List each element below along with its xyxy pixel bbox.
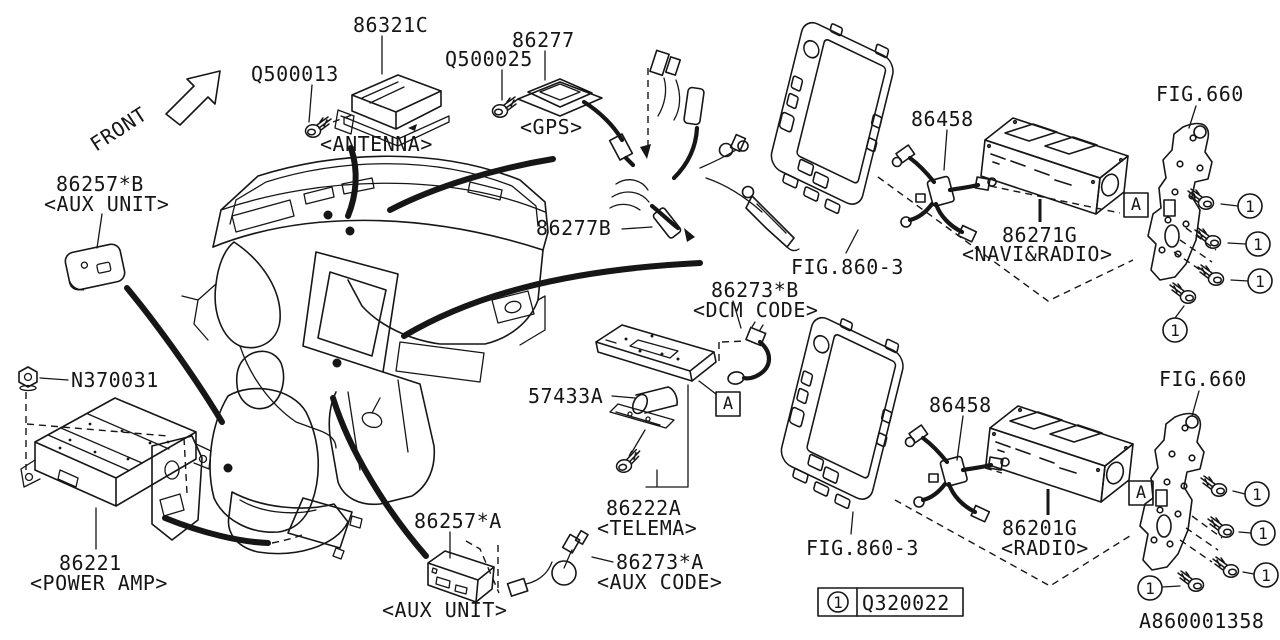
harness-bottom-drawing — [906, 425, 1010, 522]
part-number-roll: 57433A — [528, 384, 603, 408]
dash-mount-dots — [223, 210, 355, 473]
caption-aux-unit-b: <AUX UNIT> — [44, 192, 169, 216]
section-ref-a-3: A — [1136, 483, 1146, 503]
gps-unit-drawing — [517, 78, 636, 168]
dashboard-line-art — [181, 155, 549, 506]
display-unit-bottom-drawing — [774, 304, 910, 519]
caption-gps: <GPS> — [520, 115, 583, 139]
part-number-harness-bottom: 86458 — [929, 393, 992, 417]
aux-unit-b-drawing — [64, 243, 126, 291]
radio-unit-drawing — [985, 405, 1134, 503]
screw-ref-5: 1 — [1252, 485, 1262, 504]
part-number-navi-radio: 86271G — [1002, 223, 1077, 247]
fig-ref-display-bottom: FIG.860-3 — [806, 536, 919, 560]
caption-navi-radio: <NAVI&RADIO> — [962, 242, 1113, 266]
screw-ref-6: 1 — [1258, 524, 1268, 543]
dcm-cord-drawing — [718, 321, 772, 385]
part-number-amp-nut: N370031 — [71, 368, 159, 392]
legend-box: 1 Q320022 — [817, 587, 964, 617]
gps-cord-drawing — [609, 49, 800, 252]
screw-ref-4: 1 — [1170, 321, 1180, 340]
legend-ref-symbol: 1 — [833, 593, 843, 612]
caption-aux-unit-a: <AUX UNIT> — [382, 598, 507, 622]
bracket-bottom-drawing — [1139, 412, 1205, 571]
display-unit-top-drawing — [764, 9, 900, 224]
section-ref-a-1: A — [723, 394, 733, 414]
caption-radio: <RADIO> — [1001, 536, 1089, 560]
screw-ref-3: 1 — [1255, 272, 1265, 291]
screw-ref-circles: 1 1 1 1 1 1 1 1 — [1137, 193, 1279, 601]
fig-ref-display-top: FIG.860-3 — [791, 255, 904, 279]
part-number-gps-screw: Q500025 — [445, 47, 533, 71]
part-number-harness-top: 86458 — [911, 107, 974, 131]
antenna-unit-drawing — [332, 74, 450, 147]
screw-ref-2: 1 — [1253, 235, 1263, 254]
front-label: FRONT — [86, 102, 152, 156]
part-number-gps-unit: 86277 — [512, 28, 575, 52]
part-number-telema: 86222A — [606, 496, 681, 520]
screw-ref-7: 1 — [1261, 566, 1271, 585]
thick-leader-curves — [124, 145, 703, 559]
aux-unit-a-drawing — [427, 540, 500, 603]
part-number-aux-unit-b: 86257*B — [56, 172, 144, 196]
fig-ref-bracket-top: FIG.660 — [1156, 82, 1244, 106]
dashed-assembly-leaders — [497, 176, 1223, 592]
part-number-aux-unit-a: 86257*A — [414, 509, 502, 533]
diagram-number: A860001358 — [1139, 609, 1264, 633]
amp-nut-drawing — [18, 366, 188, 494]
section-ref-a-2: A — [1131, 195, 1141, 215]
thin-callout-leader-lines — [39, 35, 1255, 588]
part-number-power-amp: 86221 — [59, 551, 122, 575]
roll-57433a-drawing — [609, 386, 678, 453]
part-number-antenna-unit: 86321C — [353, 13, 428, 37]
part-number-dcm-cord: 86273*B — [711, 278, 799, 302]
fig-ref-bracket-bottom: FIG.660 — [1159, 367, 1247, 391]
screw-ref-8: 1 — [1145, 579, 1155, 598]
caption-aux-cord: <AUX CODE> — [597, 570, 722, 594]
part-number-aux-cord: 86273*A — [616, 550, 704, 574]
front-direction-arrow-icon — [165, 70, 221, 126]
section-ref-boxes: A A A — [715, 192, 1154, 506]
telema-unit-drawing — [595, 324, 717, 488]
telema-screw-drawing — [613, 448, 644, 475]
screw-ref-1: 1 — [1245, 197, 1255, 216]
caption-antenna: <ANTENNA> — [320, 132, 433, 156]
labels: FRONT 86321C Q500013 <ANTENNA> 86277 Q50… — [30, 13, 1264, 633]
aux-cord-drawing — [506, 529, 589, 597]
part-number-gps-cord: 86277B — [536, 216, 611, 240]
caption-dcm-cord: <DCM CODE> — [693, 298, 818, 322]
part-number-antenna-screw: Q500013 — [251, 62, 339, 86]
gps-screw-drawing — [491, 96, 519, 118]
bracket-top-drawing — [1147, 122, 1213, 281]
seat-line-art — [151, 350, 363, 560]
caption-power-amp: <POWER AMP> — [30, 571, 168, 595]
legend-part-number: Q320022 — [862, 591, 950, 615]
caption-telema: <TELEMA> — [597, 516, 697, 540]
power-amp-drawing — [20, 397, 212, 507]
part-number-radio: 86201G — [1002, 516, 1077, 540]
